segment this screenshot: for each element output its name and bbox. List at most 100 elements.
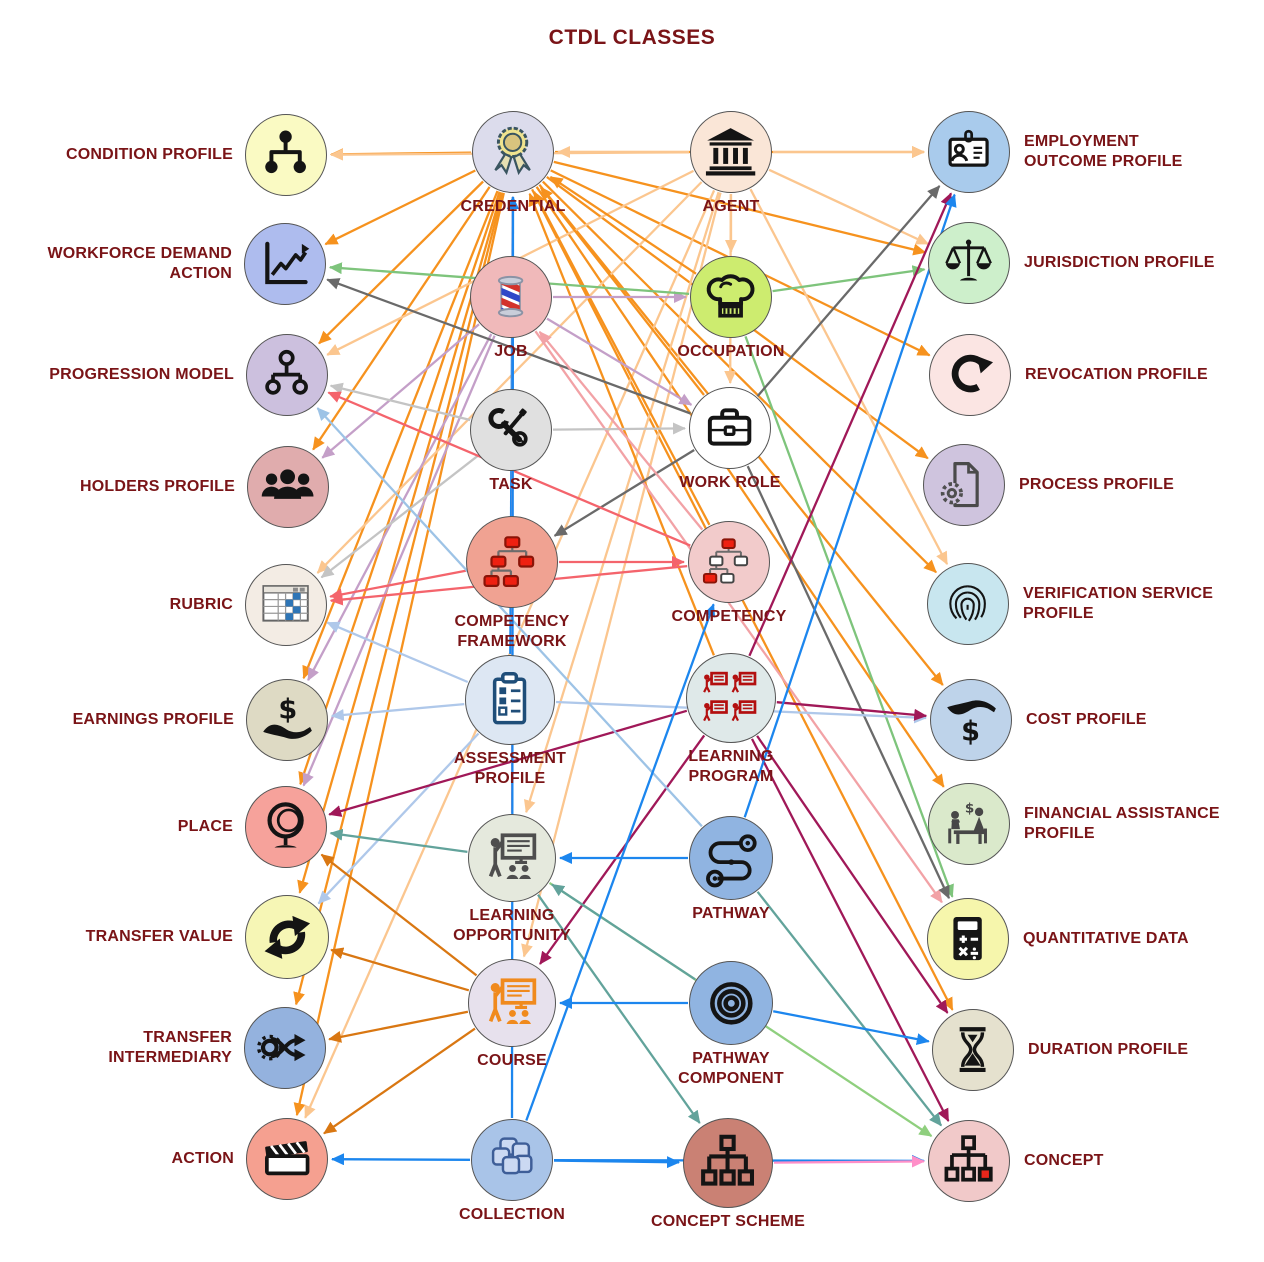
node-transfer-value[interactable]: [245, 895, 329, 979]
edge-assessment-profile-earnings-profile: [330, 702, 465, 721]
briefcase-icon: [708, 408, 752, 447]
edge-learning-program-course: [539, 734, 706, 965]
label-pathway: PATHWAY: [692, 905, 770, 922]
node-holders-profile[interactable]: [247, 446, 329, 528]
label-credential: CREDENTIAL: [460, 198, 566, 215]
org-chart-red-icon: [483, 535, 534, 587]
label-quantitative-data: QUANTITATIVE DATA: [1023, 930, 1189, 947]
edge-learning-program-place: [328, 709, 688, 817]
calculator-icon: [953, 917, 983, 961]
edge-course-action: [323, 1027, 476, 1135]
node-job[interactable]: [470, 256, 552, 338]
teacher-board-icon: [489, 833, 537, 880]
node-learning-program[interactable]: [686, 653, 776, 743]
node-learning-opportunity[interactable]: [468, 814, 556, 902]
bank-icon: [706, 128, 756, 176]
edge-work-role-competency-framework: [553, 449, 695, 537]
label-course: COURSE: [477, 1052, 547, 1069]
edge-learning-opportunity-place: [329, 828, 468, 854]
node-credential[interactable]: [472, 111, 554, 193]
node-employment-outcome-profile[interactable]: [928, 111, 1010, 193]
label-competency-framework: COMPETENCY FRAMEWORK: [454, 613, 570, 650]
edge-learning-program-duration-profile: [756, 735, 949, 1014]
node-competency[interactable]: [688, 521, 770, 603]
teacher-board-orange-icon: [489, 978, 537, 1025]
node-quantitative-data[interactable]: [927, 898, 1009, 980]
node-verification-service-profile[interactable]: [927, 563, 1009, 645]
gear-shuffle-icon: [257, 1034, 306, 1062]
edge-learning-program-employment-outcome-profile: [748, 192, 953, 657]
tools-icon: [488, 408, 529, 448]
node-earnings-profile[interactable]: $: [246, 679, 328, 761]
node-collection[interactable]: [471, 1119, 553, 1201]
edge-pathway-concept: [756, 891, 943, 1127]
edge-job-quantitative-data: [534, 330, 943, 904]
document-gear-icon: [941, 462, 980, 508]
edge-agent-verification-service-profile: [749, 188, 949, 565]
edge-credential-workforce-demand-action: [324, 169, 476, 246]
edge-learning-program-credential: [528, 192, 715, 656]
node-competency-framework[interactable]: [466, 516, 558, 608]
node-assessment-profile[interactable]: [465, 655, 555, 745]
edge-job-work-role: [546, 317, 693, 406]
label-earnings-profile: EARNINGS PROFILE: [72, 711, 234, 728]
edge-agent-rubric: [316, 181, 703, 574]
node-pathway-component[interactable]: [689, 961, 773, 1045]
node-work-role[interactable]: [689, 387, 771, 469]
undo-arrow-icon: [952, 355, 994, 393]
label-transfer-intermediary: TRANSFER INTERMEDIARY: [108, 1029, 232, 1066]
medal-icon: [494, 127, 532, 176]
label-revocation-profile: REVOCATION PROFILE: [1025, 366, 1208, 383]
edge-pathway-employment-outcome-profile: [743, 193, 957, 818]
hand-dollar-cost-icon: $: [947, 700, 997, 748]
node-cost-profile[interactable]: $: [930, 679, 1012, 761]
id-card-icon: [948, 130, 990, 168]
node-revocation-profile[interactable]: [929, 334, 1011, 416]
edge-learning-program-concept: [750, 738, 950, 1122]
node-concept-scheme[interactable]: [683, 1118, 773, 1208]
node-pathway[interactable]: [689, 816, 773, 900]
node-agent[interactable]: [690, 111, 772, 193]
label-progression-model: PROGRESSION MODEL: [49, 366, 234, 383]
edge-occupation-jurisdiction-profile: [772, 265, 926, 293]
edge-assessment-profile-transfer-value: [317, 732, 480, 905]
node-jurisdiction-profile[interactable]: [928, 222, 1010, 304]
node-rubric[interactable]: [245, 564, 327, 646]
node-task[interactable]: [470, 389, 552, 471]
label-process-profile: PROCESS PROFILE: [1019, 476, 1175, 493]
hierarchy-outline-icon: [265, 350, 309, 396]
node-condition-profile[interactable]: [245, 114, 327, 196]
rubric-table-icon: [262, 585, 310, 623]
node-transfer-intermediary[interactable]: [244, 1007, 326, 1089]
org-chart-red-white-icon: [703, 538, 749, 584]
node-occupation[interactable]: [690, 256, 772, 338]
node-concept[interactable]: [928, 1120, 1010, 1202]
fingerprint-icon: [949, 585, 987, 622]
node-financial-assistance-profile[interactable]: $: [928, 783, 1010, 865]
edge-pathway-component-learning-opportunity: [551, 883, 696, 981]
node-place[interactable]: [245, 786, 327, 868]
label-holders-profile: HOLDERS PROFILE: [79, 478, 235, 495]
node-progression-model[interactable]: [246, 334, 328, 416]
stacked-squares-icon: [492, 1137, 533, 1175]
cycle-arrows-icon: [264, 915, 310, 959]
clapperboard-icon: [265, 1141, 310, 1176]
edge-assessment-profile-rubric: [326, 621, 469, 684]
barber-pole-icon: [498, 276, 524, 318]
edge-credential-progression-model: [318, 180, 484, 345]
edge-work-role-quantitative-data: [746, 465, 951, 900]
label-cost-profile: COST PROFILE: [1026, 711, 1147, 728]
chef-hat-icon: [707, 274, 755, 318]
org-chart-black-icon: [701, 1135, 755, 1187]
node-course[interactable]: [468, 959, 556, 1047]
node-action[interactable]: [246, 1118, 328, 1200]
edge-work-role-workforce-demand-action: [326, 278, 691, 415]
node-workforce-demand-action[interactable]: [244, 223, 326, 305]
label-pathway-component: PATHWAY COMPONENT: [678, 1050, 784, 1087]
node-duration-profile[interactable]: [932, 1009, 1014, 1091]
label-concept-scheme: CONCEPT SCHEME: [651, 1213, 805, 1230]
node-process-profile[interactable]: [923, 444, 1005, 526]
globe-icon: [267, 802, 305, 848]
label-employment-outcome-profile: EMPLOYMENT OUTCOME PROFILE: [1024, 133, 1183, 170]
